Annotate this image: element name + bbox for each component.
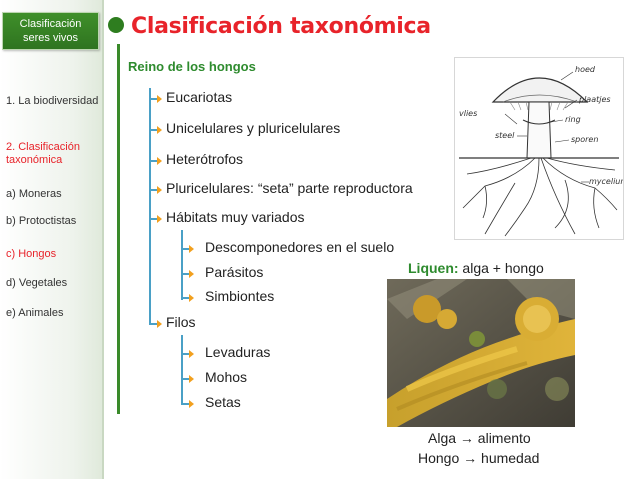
lichen-line-hongo: Hongo → humedad xyxy=(418,450,540,466)
mushroom-diagram: hoed plaatjes ring vlies steel sporen my… xyxy=(454,57,628,240)
arrow-icon xyxy=(181,241,195,255)
list-item: Eucariotas xyxy=(166,89,233,105)
tree-line xyxy=(181,335,183,405)
label-vlies: vlies xyxy=(459,109,477,118)
arrow-icon xyxy=(181,266,195,280)
sidebar-item-vegetales[interactable]: d) Vegetales xyxy=(6,277,68,289)
label-ring: ring xyxy=(565,115,581,124)
sidebar-item-protoctistas[interactable]: b) Protoctistas xyxy=(6,215,77,227)
lichen-caption-rest: alga + hongo xyxy=(458,260,544,276)
list-item: Parásitos xyxy=(205,264,264,280)
sidebar-item-moneras[interactable]: a) Moneras xyxy=(6,188,62,200)
list-item: Hábitats muy variados xyxy=(166,209,305,225)
content-guide-line xyxy=(117,44,120,414)
list-item: Filos xyxy=(166,314,196,330)
lichen-caption-bold: Liquen: xyxy=(408,260,459,276)
sidebar-item-animales[interactable]: e) Animales xyxy=(6,307,64,319)
sidebar-item-clasificacion[interactable]: 2. Clasificación taxonómica xyxy=(6,141,80,166)
label-steel: steel xyxy=(495,131,515,140)
label-plaatjes: plaatjes xyxy=(578,95,611,104)
arrow-icon xyxy=(149,153,163,167)
tree-line xyxy=(149,88,151,318)
list-item: Pluricelulares: “seta” parte reproductor… xyxy=(166,180,413,196)
page-title: Clasificación taxonómica xyxy=(131,14,431,39)
label-mycelium: mycelium xyxy=(589,177,623,186)
lichen-caption: Liquen: alga + hongo xyxy=(408,260,544,276)
list-item: Mohos xyxy=(205,369,248,385)
list-item: Heterótrofos xyxy=(166,151,244,167)
arrow-icon xyxy=(181,396,195,410)
section-subtitle: Reino de los hongos xyxy=(128,59,256,74)
arrow-icon xyxy=(149,182,163,196)
label-hoed: hoed xyxy=(575,65,596,74)
arrow-icon xyxy=(181,290,195,304)
arrow-icon xyxy=(149,211,163,225)
label-sporen: sporen xyxy=(571,135,598,144)
list-item: Descomponedores en el suelo xyxy=(205,239,395,255)
tree-line xyxy=(181,230,183,300)
section-badge[interactable]: Clasificación seres vivos xyxy=(2,12,99,50)
sidebar-divider xyxy=(102,0,104,479)
arrow-icon xyxy=(181,346,195,360)
list-item: Simbiontes xyxy=(205,288,275,304)
sidebar-item-hongos[interactable]: c) Hongos xyxy=(6,248,57,260)
lichen-line-alga: Alga → alimento xyxy=(428,430,531,446)
list-item: Setas xyxy=(205,394,241,410)
arrow-icon xyxy=(149,316,163,330)
arrow-icon xyxy=(181,371,195,385)
sidebar xyxy=(0,0,104,479)
title-bullet-icon xyxy=(108,17,124,33)
sidebar-item-biodiversidad[interactable]: 1. La biodiversidad xyxy=(6,95,99,107)
list-item: Unicelulares y pluricelulares xyxy=(166,120,341,136)
arrow-icon xyxy=(149,122,163,136)
lichen-photo xyxy=(387,279,575,427)
list-item: Levaduras xyxy=(205,344,271,360)
arrow-icon xyxy=(149,91,163,105)
